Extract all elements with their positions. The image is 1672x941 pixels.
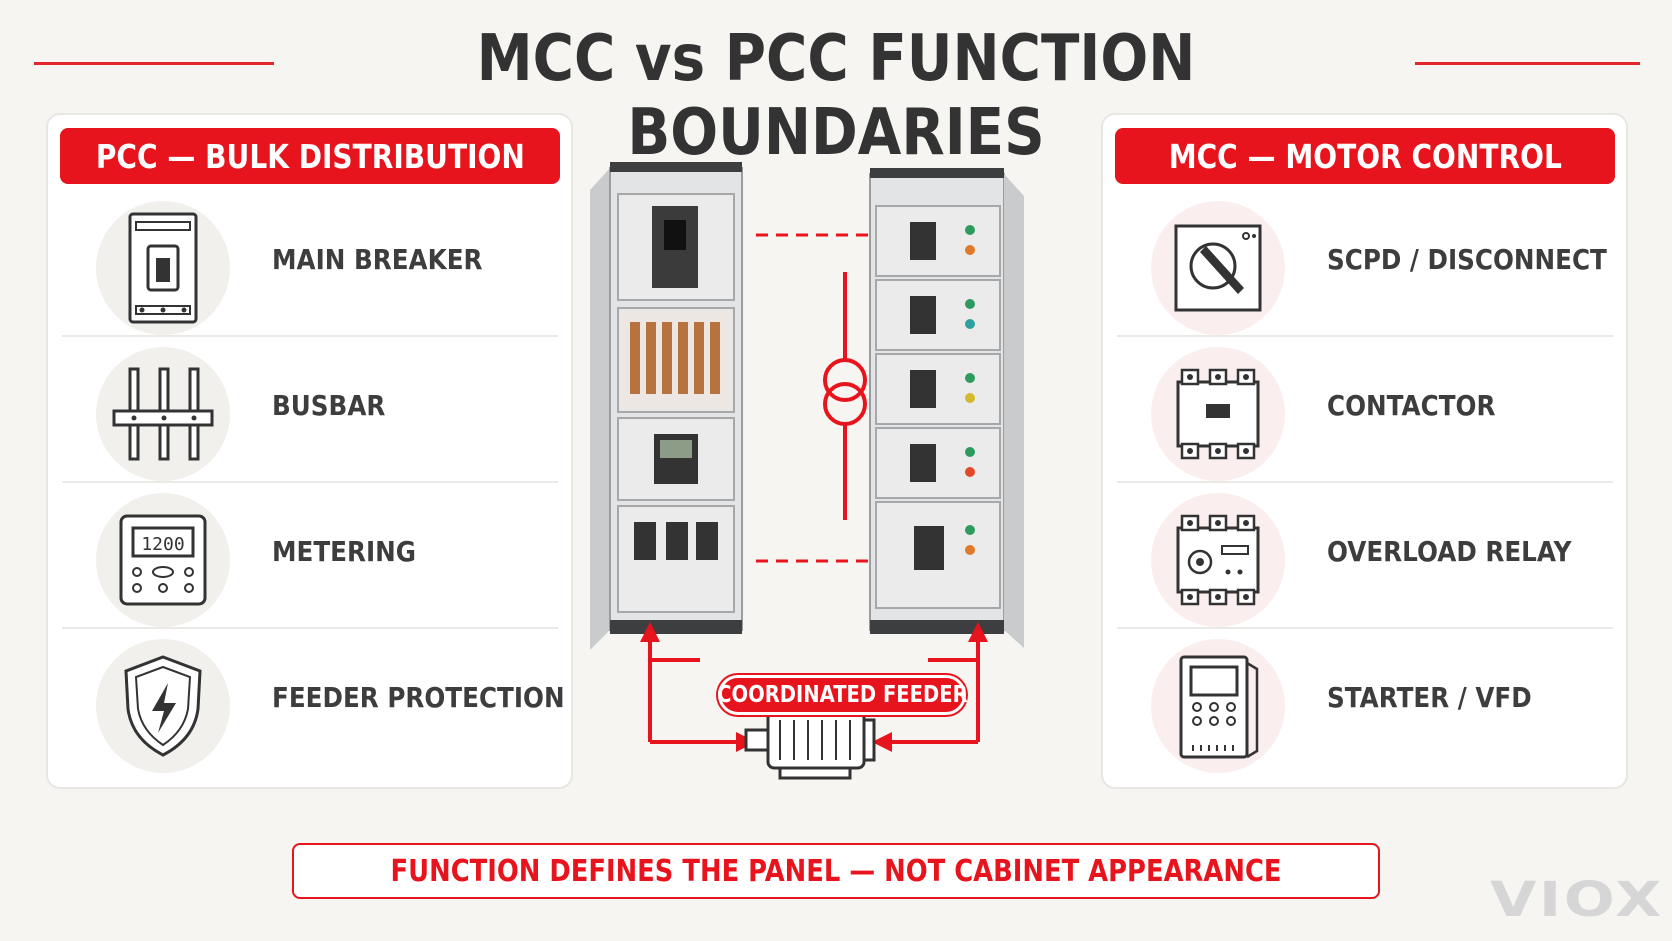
mcc-item-starter-vfd: STARTER / VFD [1117, 629, 1613, 775]
title-bar: MCC vs PCC FUNCTION BOUNDARIES [0, 18, 1672, 170]
mcc-header: MCC — MOTOR CONTROL [1115, 128, 1615, 184]
mcc-item-overload-relay: OVERLOAD RELAY [1117, 483, 1613, 629]
transformer-symbol [823, 272, 867, 520]
pcc-item-label: FEEDER PROTECTION [272, 681, 565, 714]
coordinated-feeder-badge: COORDINATED FEEDER [717, 675, 967, 715]
feeder-arrows [648, 640, 980, 744]
breaker-icon [96, 201, 230, 335]
row-divider [1117, 335, 1613, 337]
mcc-cabinet [869, 168, 1024, 648]
row-divider [62, 627, 558, 629]
meter-display-text: 1200 [141, 534, 184, 555]
pcc-item-label: BUSBAR [272, 389, 386, 422]
contactor-icon [1151, 347, 1285, 481]
arrow-heads [640, 622, 988, 752]
mcc-item-label: OVERLOAD RELAY [1327, 535, 1572, 568]
overload-relay-icon [1151, 493, 1285, 627]
disconnect-switch-icon [1151, 201, 1285, 335]
busbar-icon [96, 347, 230, 481]
pcc-item-main-breaker: MAIN BREAKER [62, 191, 558, 337]
title-rule-left [34, 62, 274, 65]
center-illustration [580, 160, 1100, 840]
meter-icon: 1200 [96, 493, 230, 627]
vfd-icon [1151, 639, 1285, 773]
title-rule-right [1415, 62, 1640, 65]
mcc-item-label: STARTER / VFD [1327, 681, 1532, 714]
viox-logo: VIOX [1490, 872, 1664, 928]
pcc-header: PCC — BULK DISTRIBUTION [60, 128, 560, 184]
footer-banner: FUNCTION DEFINES THE PANEL — NOT CABINET… [292, 843, 1380, 899]
mcc-item-contactor: CONTACTOR [1117, 337, 1613, 483]
page-title: MCC vs PCC FUNCTION BOUNDARIES [476, 22, 1196, 170]
pcc-item-metering: 1200 METERING [62, 483, 558, 629]
mcc-item-label: CONTACTOR [1327, 389, 1496, 422]
row-divider [62, 335, 558, 337]
row-divider [1117, 481, 1613, 483]
pcc-cabinet [590, 162, 743, 650]
mcc-item-label: SCPD / DISCONNECT [1327, 243, 1607, 276]
pcc-item-label: METERING [272, 535, 416, 568]
pcc-panel: PCC — BULK DISTRIBUTION MAIN BREAKER [46, 113, 573, 789]
shield-bolt-icon [96, 639, 230, 773]
mcc-panel: MCC — MOTOR CONTROL SCPD / DISCONNECT [1101, 113, 1628, 789]
mcc-item-scpd: SCPD / DISCONNECT [1117, 191, 1613, 337]
row-divider [1117, 627, 1613, 629]
pcc-item-label: MAIN BREAKER [272, 243, 483, 276]
row-divider [62, 481, 558, 483]
pcc-item-feeder-protection: FEEDER PROTECTION [62, 629, 565, 775]
pcc-item-busbar: BUSBAR [62, 337, 558, 483]
footer-text: FUNCTION DEFINES THE PANEL — NOT CABINET… [390, 853, 1282, 889]
